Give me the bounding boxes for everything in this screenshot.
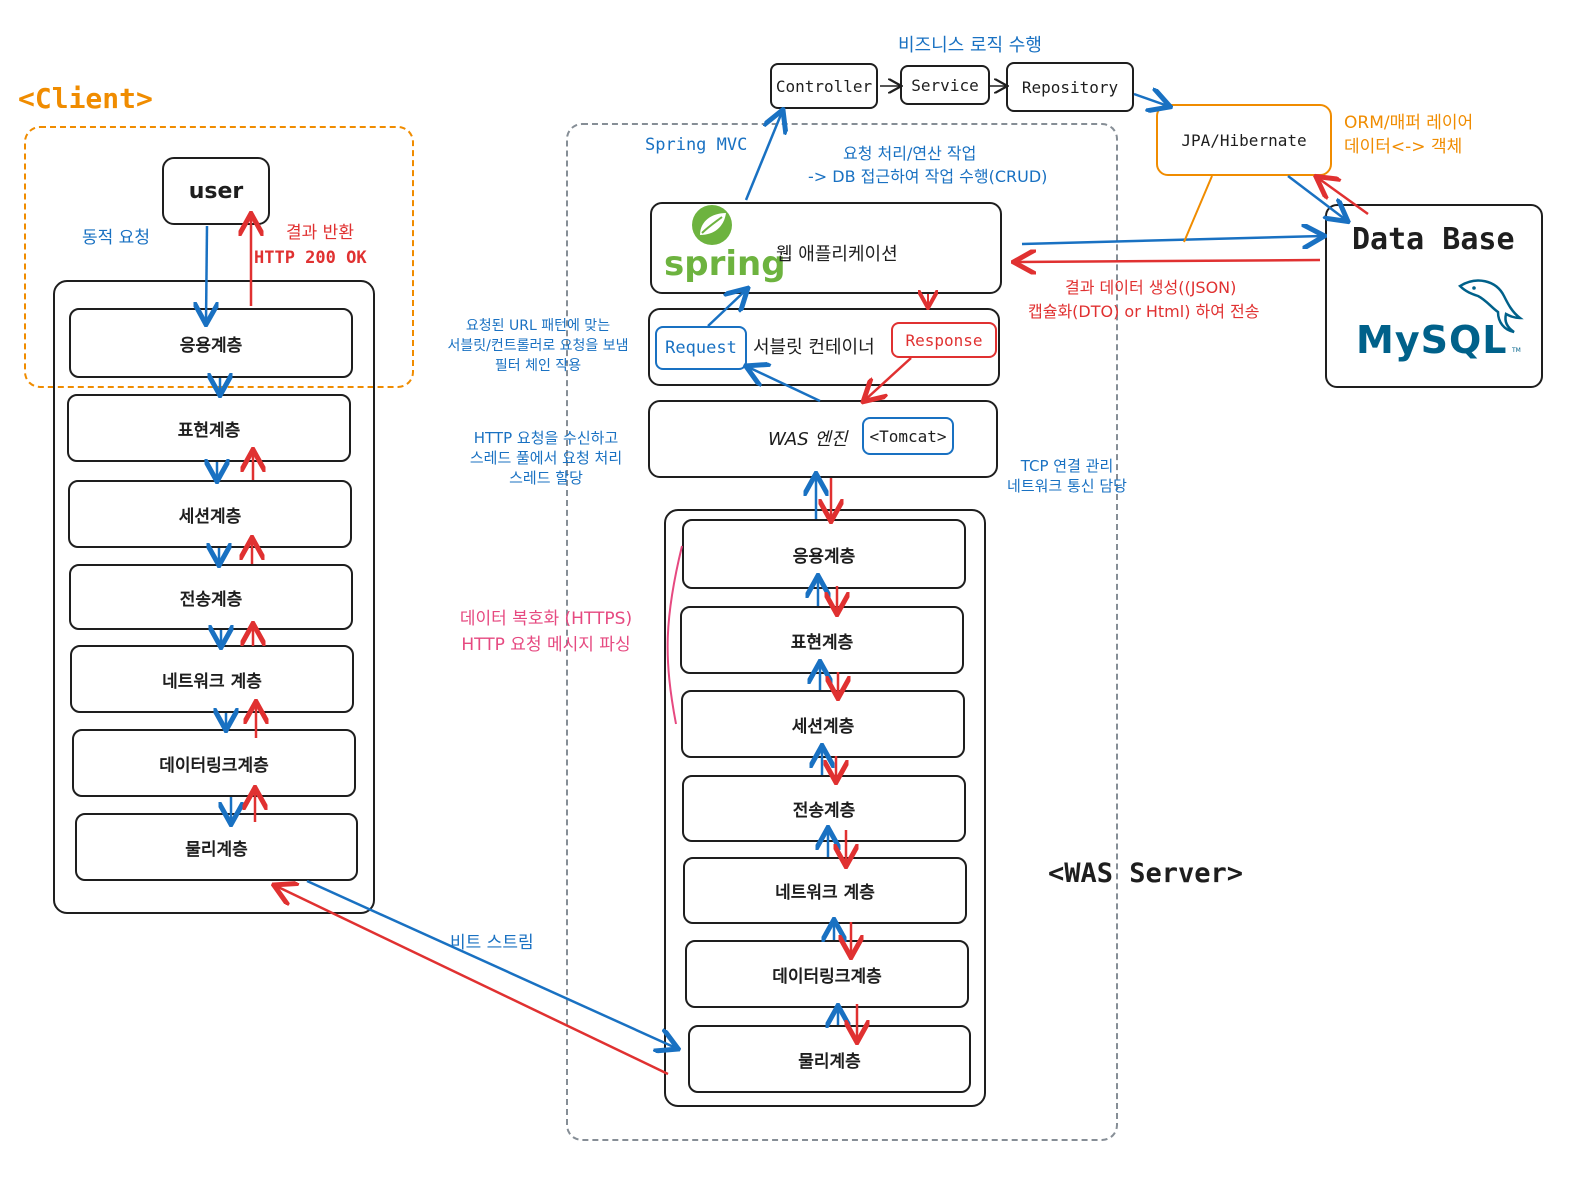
was-layer-physical: 물리계층: [688, 1025, 971, 1093]
was-layer-transport: 전송계층: [682, 775, 966, 842]
servlet-note: 요청된 URL 패턴에 맞는 서블릿/컨트롤러로 요청을 보냄 필터 체인 작용: [447, 318, 629, 374]
was-layer-session: 세션계층: [681, 690, 965, 758]
result-return-label: 결과 반환: [286, 223, 354, 243]
client-layer-presentation: 표현계층: [67, 394, 351, 462]
service-box: Service: [900, 65, 990, 105]
engine-note: HTTP 요청을 수신하고 스레드 풀에서 요청 처리 스레드 할당: [469, 429, 623, 487]
database-box: [1325, 204, 1543, 388]
mysql-logo: MySQL: [1356, 318, 1508, 362]
jpa-label: JPA/Hibernate: [1181, 130, 1307, 150]
response-label: Response: [905, 330, 983, 350]
repository-label: Repository: [1021, 77, 1119, 97]
processing-note-1: 요청 처리/연산 작업: [843, 144, 977, 163]
orm-note-2: 데이터<-> 객체: [1344, 137, 1463, 157]
client-layer-physical: 물리계층: [75, 813, 358, 881]
tomcat-box: <Tomcat>: [862, 417, 954, 455]
result-data-note-2: 캡슐화(DTO) or Html) 하여 전송: [1028, 302, 1260, 321]
servlet-container-box: [648, 308, 1000, 386]
client-layer-session: 세션계층: [68, 480, 352, 548]
dynamic-request-label: 동적 요청: [82, 228, 150, 248]
was-layer-application: 응용계층: [682, 519, 966, 589]
user-box: user: [162, 157, 270, 225]
orm-note-1: ORM/매퍼 레이어: [1344, 113, 1474, 133]
business-logic-title: 비즈니스 로직 수행: [898, 35, 1042, 56]
user-label: user: [188, 178, 244, 204]
was-layer-presentation: 표현계층: [680, 606, 964, 674]
database-title: Data Base: [1352, 222, 1515, 257]
mysql-tm: TM: [1512, 347, 1521, 354]
response-box: Response: [891, 322, 997, 358]
was-engine-label: WAS 엔진: [768, 429, 848, 450]
tcp-note: TCP 연결 관리 네트워크 통신 담당: [1007, 457, 1127, 495]
mysql-dolphin-icon: [1452, 274, 1524, 336]
repository-box: Repository: [1006, 62, 1134, 112]
was-boundary: [566, 123, 1118, 1141]
spring-leaf-icon: [688, 203, 736, 247]
client-layer-application: 응용계층: [69, 308, 353, 378]
spring-mvc-label: Spring MVC: [645, 135, 748, 155]
request-box: Request: [655, 326, 747, 370]
decrypt-note: 데이터 복호화 (HTTPS) HTTP 요청 메시지 파싱: [459, 609, 633, 655]
client-layer-datalink: 데이터링크계층: [72, 729, 356, 797]
client-osi-stack: [53, 280, 375, 914]
client-layer-transport: 전송계층: [69, 564, 353, 630]
client-layer-network: 네트워크 계층: [70, 645, 354, 713]
client-title: <Client>: [18, 82, 153, 115]
bitstream-label: 비트 스트림: [450, 933, 534, 953]
request-label: Request: [665, 338, 737, 358]
tomcat-label: <Tomcat>: [869, 426, 947, 446]
spring-logo-text: spring: [664, 244, 786, 284]
jpa-box: JPA/Hibernate: [1156, 104, 1332, 176]
processing-note-2: -> DB 접근하여 작업 수행(CRUD): [808, 167, 1048, 186]
mysql-logo-text: MySQL: [1356, 318, 1507, 362]
servlet-container-label: 서블릿 컨테이너: [753, 337, 875, 358]
jpa-link-left: [1183, 175, 1213, 243]
was-layer-network: 네트워크 계층: [683, 857, 967, 924]
controller-label: Controller: [775, 76, 873, 96]
http-200-label: HTTP 200 OK: [254, 248, 367, 268]
result-data-note-1: 결과 데이터 생성((JSON): [1065, 278, 1237, 297]
was-title: <WAS Server>: [1048, 858, 1244, 889]
service-label: Service: [911, 75, 979, 95]
web-application-label: 웹 애플리케이션: [776, 244, 898, 265]
was-layer-datalink: 데이터링크계층: [685, 940, 969, 1008]
controller-box: Controller: [770, 63, 878, 109]
